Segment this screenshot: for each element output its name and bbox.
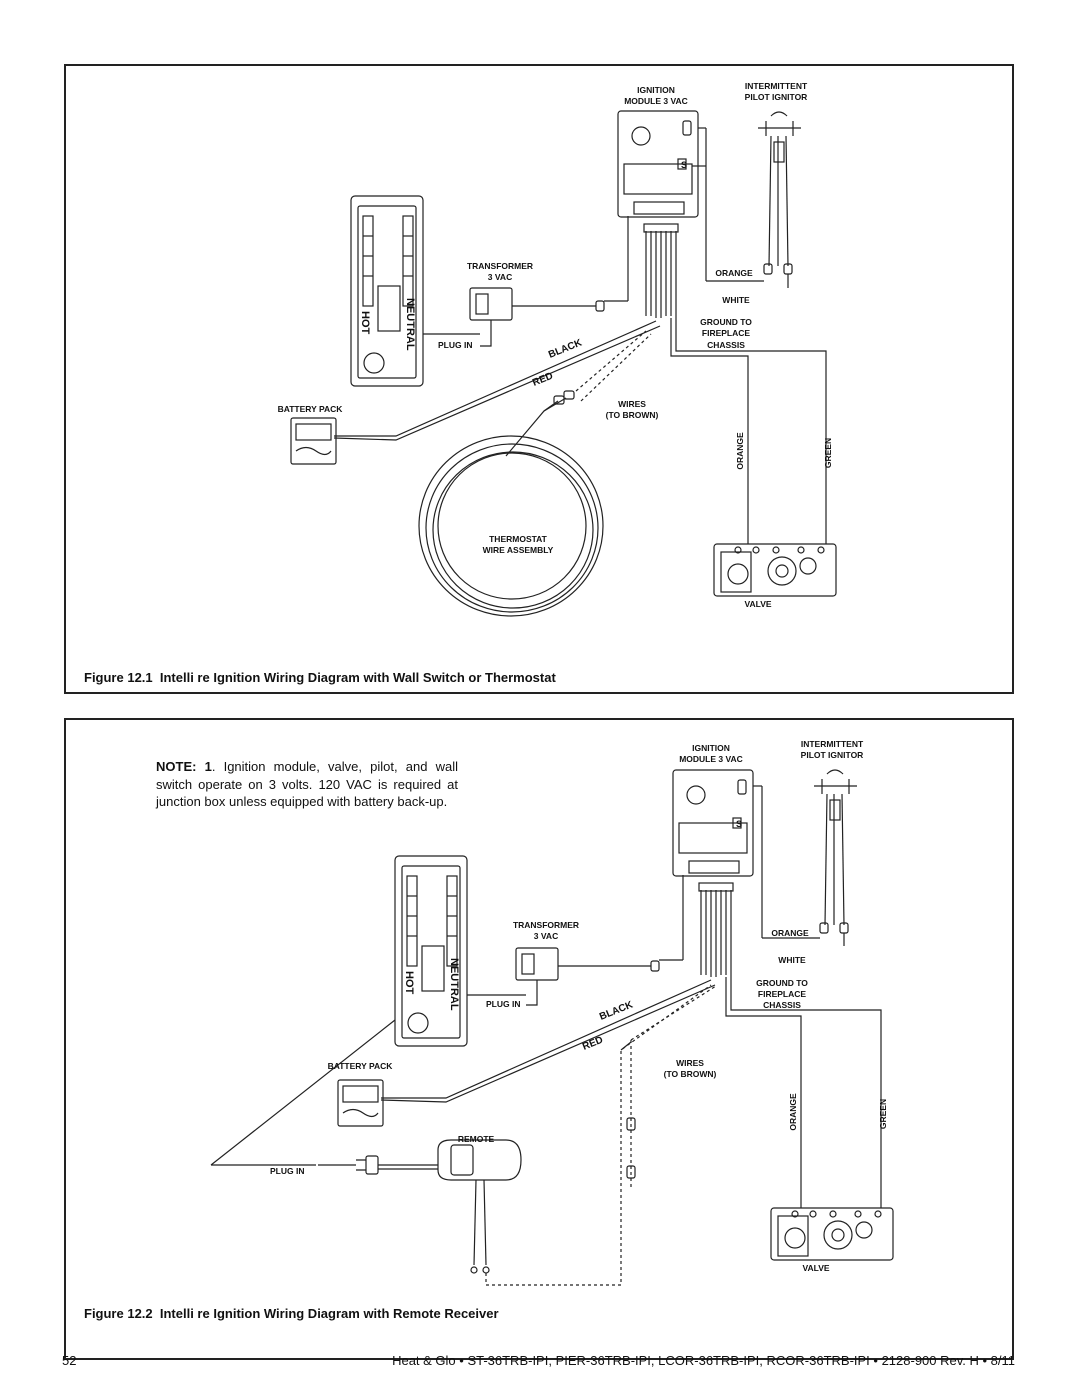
orange-vertical-label: ORANGE [788,1093,798,1131]
ignition-label-1: IGNITION [692,743,730,753]
figure-12-2-panel: IGNITION MODULE 3 VAC INTERMITTENT PILOT… [64,718,1014,1360]
wiring-diagram-2: IGNITION MODULE 3 VAC INTERMITTENT PILOT… [210,739,894,1286]
gas-valve [713,543,837,597]
thermostat-label-1: THERMOSTAT [489,534,548,544]
caption-number: Figure 12.2 [84,1306,153,1321]
figure-12-1-panel: IGNITION MODULE 3 VAC INTERMITTENT PILOT… [64,64,1014,694]
orange-label: ORANGE [771,928,809,938]
footer-text: Heat & Glo • ST-36TRB-IPI, PIER-36TRB-IP… [392,1353,1015,1368]
note-label: NOTE: 1 [156,759,212,774]
ground-label-3: CHASSIS [763,1000,801,1010]
intermittent-label-1: INTERMITTENT [801,739,864,749]
remote-label: REMOTE [458,1134,495,1144]
ignition-label-2: MODULE 3 VAC [624,96,688,106]
valve-label: VALVE [744,599,771,609]
battery-pack-label: BATTERY PACK [328,1061,394,1071]
battery-pack [290,417,337,465]
gas-valve [770,1207,894,1261]
red-wire-label: RED [581,1035,605,1053]
white-label: WHITE [722,295,750,305]
wires-label-1: WIRES [676,1058,704,1068]
thermostat-coil [418,435,604,617]
thermostat-label-2: WIRE ASSEMBLY [483,545,554,555]
battery-pack [337,1079,384,1127]
note-text: NOTE: 1. Ignition module, valve, pilot, … [156,758,458,811]
ground-label-1: GROUND TO [700,317,752,327]
battery-pack-label: BATTERY PACK [278,404,344,414]
wiring-diagram-1: IGNITION MODULE 3 VAC INTERMITTENT PILOT… [278,81,837,617]
ignition-label-1: IGNITION [637,85,675,95]
wires-label-1: WIRES [618,399,646,409]
remote-receiver [437,1139,522,1181]
black-wire-label: BLACK [547,337,584,361]
plug-in-label: PLUG IN [486,999,520,1009]
figure-caption-1: Figure 12.1 Intelli re Ignition Wiring D… [84,670,556,685]
plug-in-label: PLUG IN [438,340,472,350]
intermittent-label-2: PILOT IGNITOR [745,92,808,102]
transformer-label-2: 3 VAC [534,931,558,941]
hot-label: HOT [359,311,371,335]
black-wire-label: BLACK [598,999,635,1023]
green-vertical-label: GREEN [878,1099,888,1129]
neutral-label: NEUTRAL [448,958,460,1011]
figure-caption-2: Figure 12.2 Intelli re Ignition Wiring D… [84,1306,499,1321]
transformer-label-1: TRANSFORMER [467,261,533,271]
neutral-label: NEUTRAL [404,298,416,351]
wires-label-2: (TO BROWN) [606,410,659,420]
orange-vertical-label: ORANGE [735,432,745,470]
plug-in-label-2: PLUG IN [270,1166,304,1176]
wires-label-2: (TO BROWN) [664,1069,717,1079]
ignition-module [617,110,699,218]
caption-title: Intelli re Ignition Wiring Diagram with … [159,670,556,685]
s-terminal-label: S [681,160,687,170]
ground-label-1: GROUND TO [756,978,808,988]
ground-label-2: FIREPLACE [758,989,807,999]
caption-number: Figure 12.1 [84,670,153,685]
orange-label: ORANGE [715,268,753,278]
ground-label-2: FIREPLACE [702,328,751,338]
pilot-ignitor [758,111,801,275]
green-vertical-label: GREEN [823,438,833,468]
note-body: . Ignition module, valve, pilot, and wal… [156,759,458,809]
caption-title: Intelli re Ignition Wiring Diagram with … [159,1306,499,1321]
ground-label-3: CHASSIS [707,340,745,350]
transformer-label-2: 3 VAC [488,272,512,282]
s-terminal-label: S [736,819,742,829]
wall-switch-box [350,195,424,387]
ignition-module [672,769,754,877]
transformer-label-1: TRANSFORMER [513,920,579,930]
intermittent-label-1: INTERMITTENT [745,81,808,91]
hot-label: HOT [403,971,415,995]
pilot-ignitor [814,769,857,934]
white-label: WHITE [778,955,806,965]
wall-switch-box [394,855,468,1047]
ignition-label-2: MODULE 3 VAC [679,754,743,764]
page-number: 52 [62,1353,77,1368]
valve-label: VALVE [802,1263,829,1273]
intermittent-label-2: PILOT IGNITOR [801,750,864,760]
red-wire-label: RED [531,371,555,389]
